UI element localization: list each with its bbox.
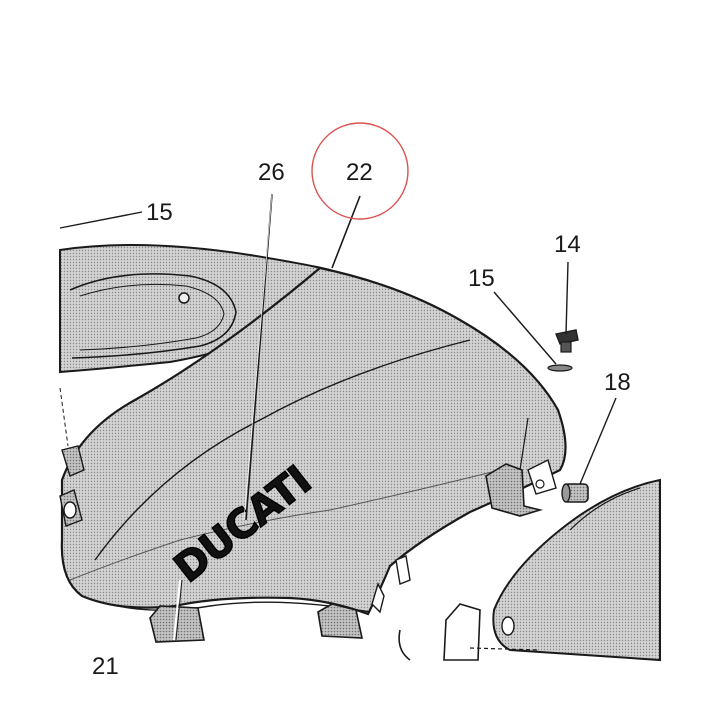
leader-lines [59, 193, 617, 641]
mount-hole [178, 292, 190, 304]
grommet-part-18 [561, 483, 589, 503]
adjacent-panel-right [492, 478, 661, 662]
callout-18: 18 [604, 369, 631, 396]
washer-part-15 [547, 364, 573, 372]
callout-21: 21 [92, 653, 119, 680]
leader-26 [245, 193, 273, 521]
leader-15-left [59, 211, 143, 229]
bottom-bracket [398, 603, 541, 661]
callout-14: 14 [554, 231, 581, 258]
callout-15-left: 15 [146, 199, 173, 226]
leader-14 [565, 261, 569, 335]
callout-15-right: 15 [468, 265, 495, 292]
leader-18 [579, 397, 617, 485]
leader-15-right [493, 291, 557, 365]
callout-22: 22 [346, 159, 373, 186]
screw-part-14 [555, 329, 579, 353]
leader-21 [175, 579, 183, 641]
leader-22 [331, 195, 361, 269]
main-cover-part [59, 266, 567, 643]
highlight-circle [311, 122, 409, 220]
callout-26: 26 [258, 159, 285, 186]
